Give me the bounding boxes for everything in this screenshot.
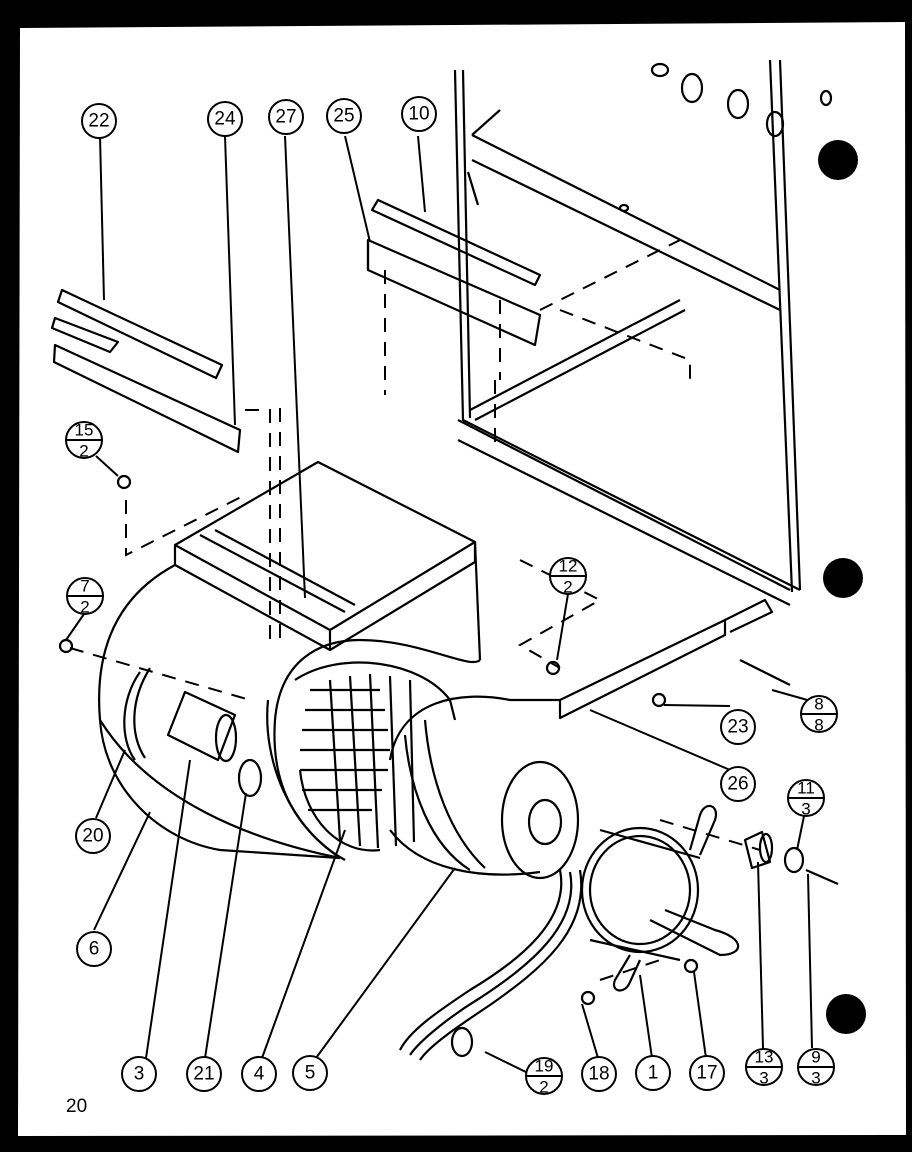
motor-mount-band: [580, 804, 740, 992]
fraction-callouts: 152 72 122 88 113 192 133 93: [65, 421, 838, 1097]
fraction-callout-8-8: 88: [800, 695, 838, 735]
callout-17-text: 17: [696, 1063, 717, 1084]
callout-6: 6: [76, 931, 112, 967]
fraction-19-den: 2: [539, 1078, 548, 1097]
callout-26: 26: [720, 766, 756, 802]
callout-23-text: 23: [727, 717, 748, 738]
callout-21: 21: [186, 1056, 222, 1092]
callout-27: 27: [268, 99, 304, 135]
fraction-callout-19-2: 192: [525, 1057, 563, 1097]
alignment-lines: [69, 239, 761, 981]
fraction-11-num: 11: [797, 779, 815, 798]
callout-4-text: 4: [254, 1064, 265, 1085]
fraction-12-num: 12: [559, 557, 578, 576]
fraction-callout-9-3: 93: [797, 1048, 835, 1088]
fraction-callout-7-2: 72: [66, 577, 104, 617]
callout-5: 5: [292, 1055, 328, 1091]
fraction-13-num: 13: [755, 1048, 774, 1067]
fraction-callout-12-2: 122: [549, 557, 587, 597]
fraction-8-num: 8: [814, 695, 823, 714]
binder-hole-middle: [823, 558, 863, 598]
fraction-11-den: 3: [801, 800, 810, 819]
callout-17: 17: [689, 1055, 725, 1091]
blower-wheel: [294, 661, 457, 852]
callout-25: 25: [326, 98, 362, 134]
fraction-15-den: 2: [79, 442, 88, 461]
callout-26-text: 26: [727, 774, 748, 795]
paper-sheet: [18, 22, 906, 1136]
callout-1: 1: [635, 1055, 671, 1091]
fraction-callout-11-3: 113: [787, 779, 825, 819]
fraction-callout-13-3: 133: [745, 1048, 783, 1088]
binder-hole-bottom: [826, 994, 866, 1034]
fraction-callout-15-2: 152: [65, 421, 103, 461]
bracket-22-24: [50, 288, 242, 454]
fraction-7-num: 7: [80, 577, 89, 596]
blower-housing: [98, 460, 482, 861]
fraction-19-num: 19: [535, 1057, 554, 1076]
callout-21-text: 21: [193, 1064, 214, 1085]
callout-3-text: 3: [134, 1064, 145, 1085]
fraction-9-num: 9: [811, 1048, 820, 1067]
grommet-assembly: [743, 830, 839, 886]
callout-25-text: 25: [333, 106, 354, 127]
callout-22-text: 22: [88, 111, 109, 132]
callout-3: 3: [121, 1056, 157, 1092]
callout-1-text: 1: [648, 1063, 659, 1084]
callout-24-text: 24: [214, 109, 236, 130]
fraction-7-den: 2: [80, 598, 89, 617]
callout-5-text: 5: [305, 1063, 316, 1084]
page-number: 20: [66, 1096, 87, 1117]
fraction-13-den: 3: [759, 1069, 768, 1088]
callout-20-text: 20: [82, 826, 103, 847]
cabinet-frame: [453, 59, 833, 606]
callout-10: 10: [401, 96, 437, 132]
callout-6-text: 6: [89, 939, 100, 960]
callout-labels: 22 24 27 25 10 23 26 20 6 3 21 4 5 18 1 …: [75, 96, 756, 1092]
leader-lines: [65, 135, 819, 1075]
callout-18: 18: [581, 1056, 617, 1092]
fraction-8-den: 8: [814, 716, 823, 735]
fraction-9-den: 3: [811, 1069, 820, 1088]
fraction-12-den: 2: [563, 578, 572, 597]
callout-22: 22: [81, 103, 117, 139]
callout-27-text: 27: [275, 107, 296, 128]
callout-18-text: 18: [588, 1064, 609, 1085]
callout-20: 20: [75, 818, 111, 854]
bracket-10-25: [366, 198, 542, 347]
callout-4: 4: [241, 1056, 277, 1092]
callout-23: 23: [720, 709, 756, 745]
rail-23-26: [558, 598, 774, 720]
callout-24: 24: [207, 101, 243, 137]
fraction-15-num: 15: [75, 421, 94, 440]
callout-10-text: 10: [408, 104, 429, 125]
binder-hole-top: [818, 140, 858, 180]
